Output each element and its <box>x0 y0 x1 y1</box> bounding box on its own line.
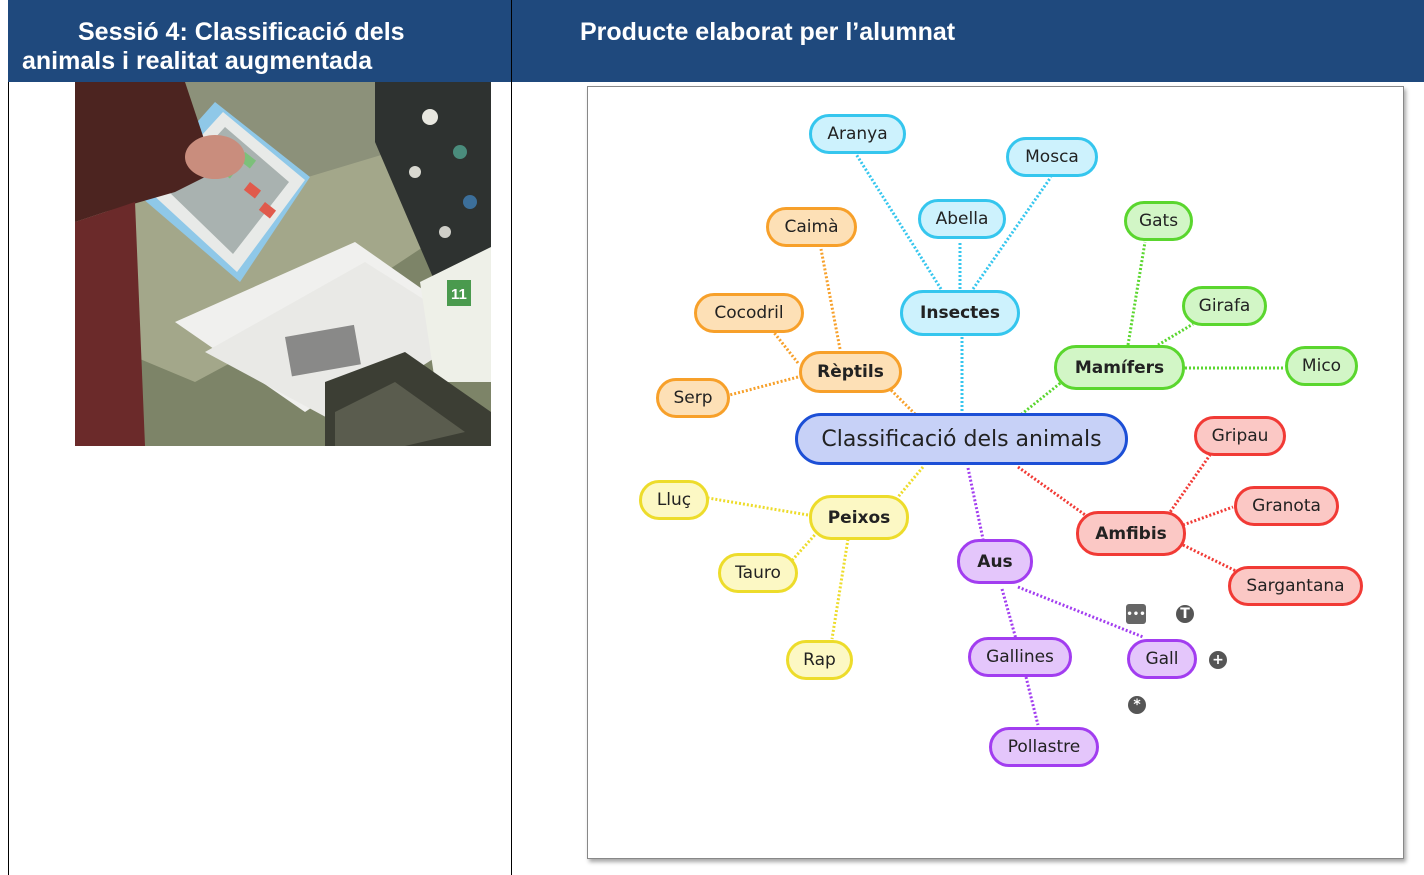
session-title-line2: animals i realitat augmentada <box>22 47 373 75</box>
text-format-icon[interactable]: T <box>1176 605 1194 623</box>
connector-gall <box>1017 585 1144 639</box>
connector-pollastre <box>1024 676 1040 726</box>
more-options-icon[interactable]: ••• <box>1126 604 1146 624</box>
connector-cocodril <box>770 329 800 364</box>
connector-mosca <box>971 176 1053 290</box>
node-centre[interactable]: Classificació dels animals <box>795 413 1128 465</box>
node-aus[interactable]: Aus <box>957 539 1033 584</box>
product-title: Producte elaborat per l’alumnat <box>580 18 956 46</box>
node-rap[interactable]: Rap <box>786 640 853 680</box>
node-abella[interactable]: Abella <box>918 199 1006 239</box>
connector-gallines <box>1000 588 1018 640</box>
session-title: Sessió 4: Classificació dels animals i r… <box>22 18 405 76</box>
node-mosca[interactable]: Mosca <box>1006 137 1098 177</box>
session-table: Sessió 4: Classificació dels animals i r… <box>8 0 1424 875</box>
mindmap-connectors <box>707 153 1285 726</box>
session-title-line1: Sessió 4: Classificació dels <box>78 18 405 46</box>
connector-lluc <box>707 496 809 517</box>
node-gripau[interactable]: Gripau <box>1194 416 1286 456</box>
node-peixos[interactable]: Peixos <box>809 495 909 540</box>
connector-peixos <box>896 466 925 498</box>
connector-granota <box>1182 505 1234 527</box>
connector-tauro <box>786 528 822 566</box>
node-mico[interactable]: Mico <box>1285 346 1358 386</box>
header-left-cell: Sessió 4: Classificació dels animals i r… <box>8 0 512 82</box>
connector-aus <box>966 467 985 540</box>
connector-amfibis <box>1017 465 1089 519</box>
sheet-number-badge <box>447 280 471 306</box>
connector-aranya <box>854 153 943 290</box>
node-amfibis[interactable]: Amfibis <box>1076 511 1186 556</box>
node-aranya[interactable]: Aranya <box>809 114 906 154</box>
node-mamifers[interactable]: Mamífers <box>1054 345 1185 390</box>
connector-gats <box>1126 241 1147 346</box>
mindmap-frame: Classificació dels animals Insectes Aran… <box>587 86 1404 859</box>
tablet-photo-image: 11 <box>75 82 491 446</box>
add-node-icon[interactable]: + <box>1209 651 1227 669</box>
node-cocodril[interactable]: Cocodril <box>694 293 804 333</box>
node-insectes[interactable]: Insectes <box>900 290 1020 336</box>
node-tauro[interactable]: Tauro <box>718 553 798 593</box>
connector-caima <box>819 248 842 350</box>
connector-sargantana <box>1182 543 1239 574</box>
table-border-left <box>8 82 9 875</box>
connector-gripau <box>1166 454 1212 516</box>
classroom-photo: 11 <box>75 82 491 446</box>
node-caima[interactable]: Caimà <box>766 207 857 247</box>
node-reptils[interactable]: Rèptils <box>799 351 902 393</box>
node-pollastre[interactable]: Pollastre <box>989 727 1099 767</box>
node-gallines[interactable]: Gallines <box>968 637 1072 677</box>
connector-girafa <box>1157 322 1194 347</box>
node-serp[interactable]: Serp <box>656 378 730 418</box>
table-border-middle <box>511 82 512 875</box>
connector-serp <box>725 375 799 398</box>
node-gats[interactable]: Gats <box>1124 201 1193 241</box>
node-sargantana[interactable]: Sargantana <box>1228 566 1363 606</box>
header-right-cell: Producte elaborat per l’alumnat <box>512 0 1424 82</box>
node-girafa[interactable]: Girafa <box>1182 286 1267 326</box>
asterisk-icon[interactable]: * <box>1128 696 1146 714</box>
sheet-number: 11 <box>451 286 467 303</box>
node-gall[interactable]: Gall <box>1127 639 1197 679</box>
node-granota[interactable]: Granota <box>1234 486 1339 526</box>
node-lluc[interactable]: Lluç <box>639 480 709 520</box>
connector-rap <box>830 538 850 640</box>
